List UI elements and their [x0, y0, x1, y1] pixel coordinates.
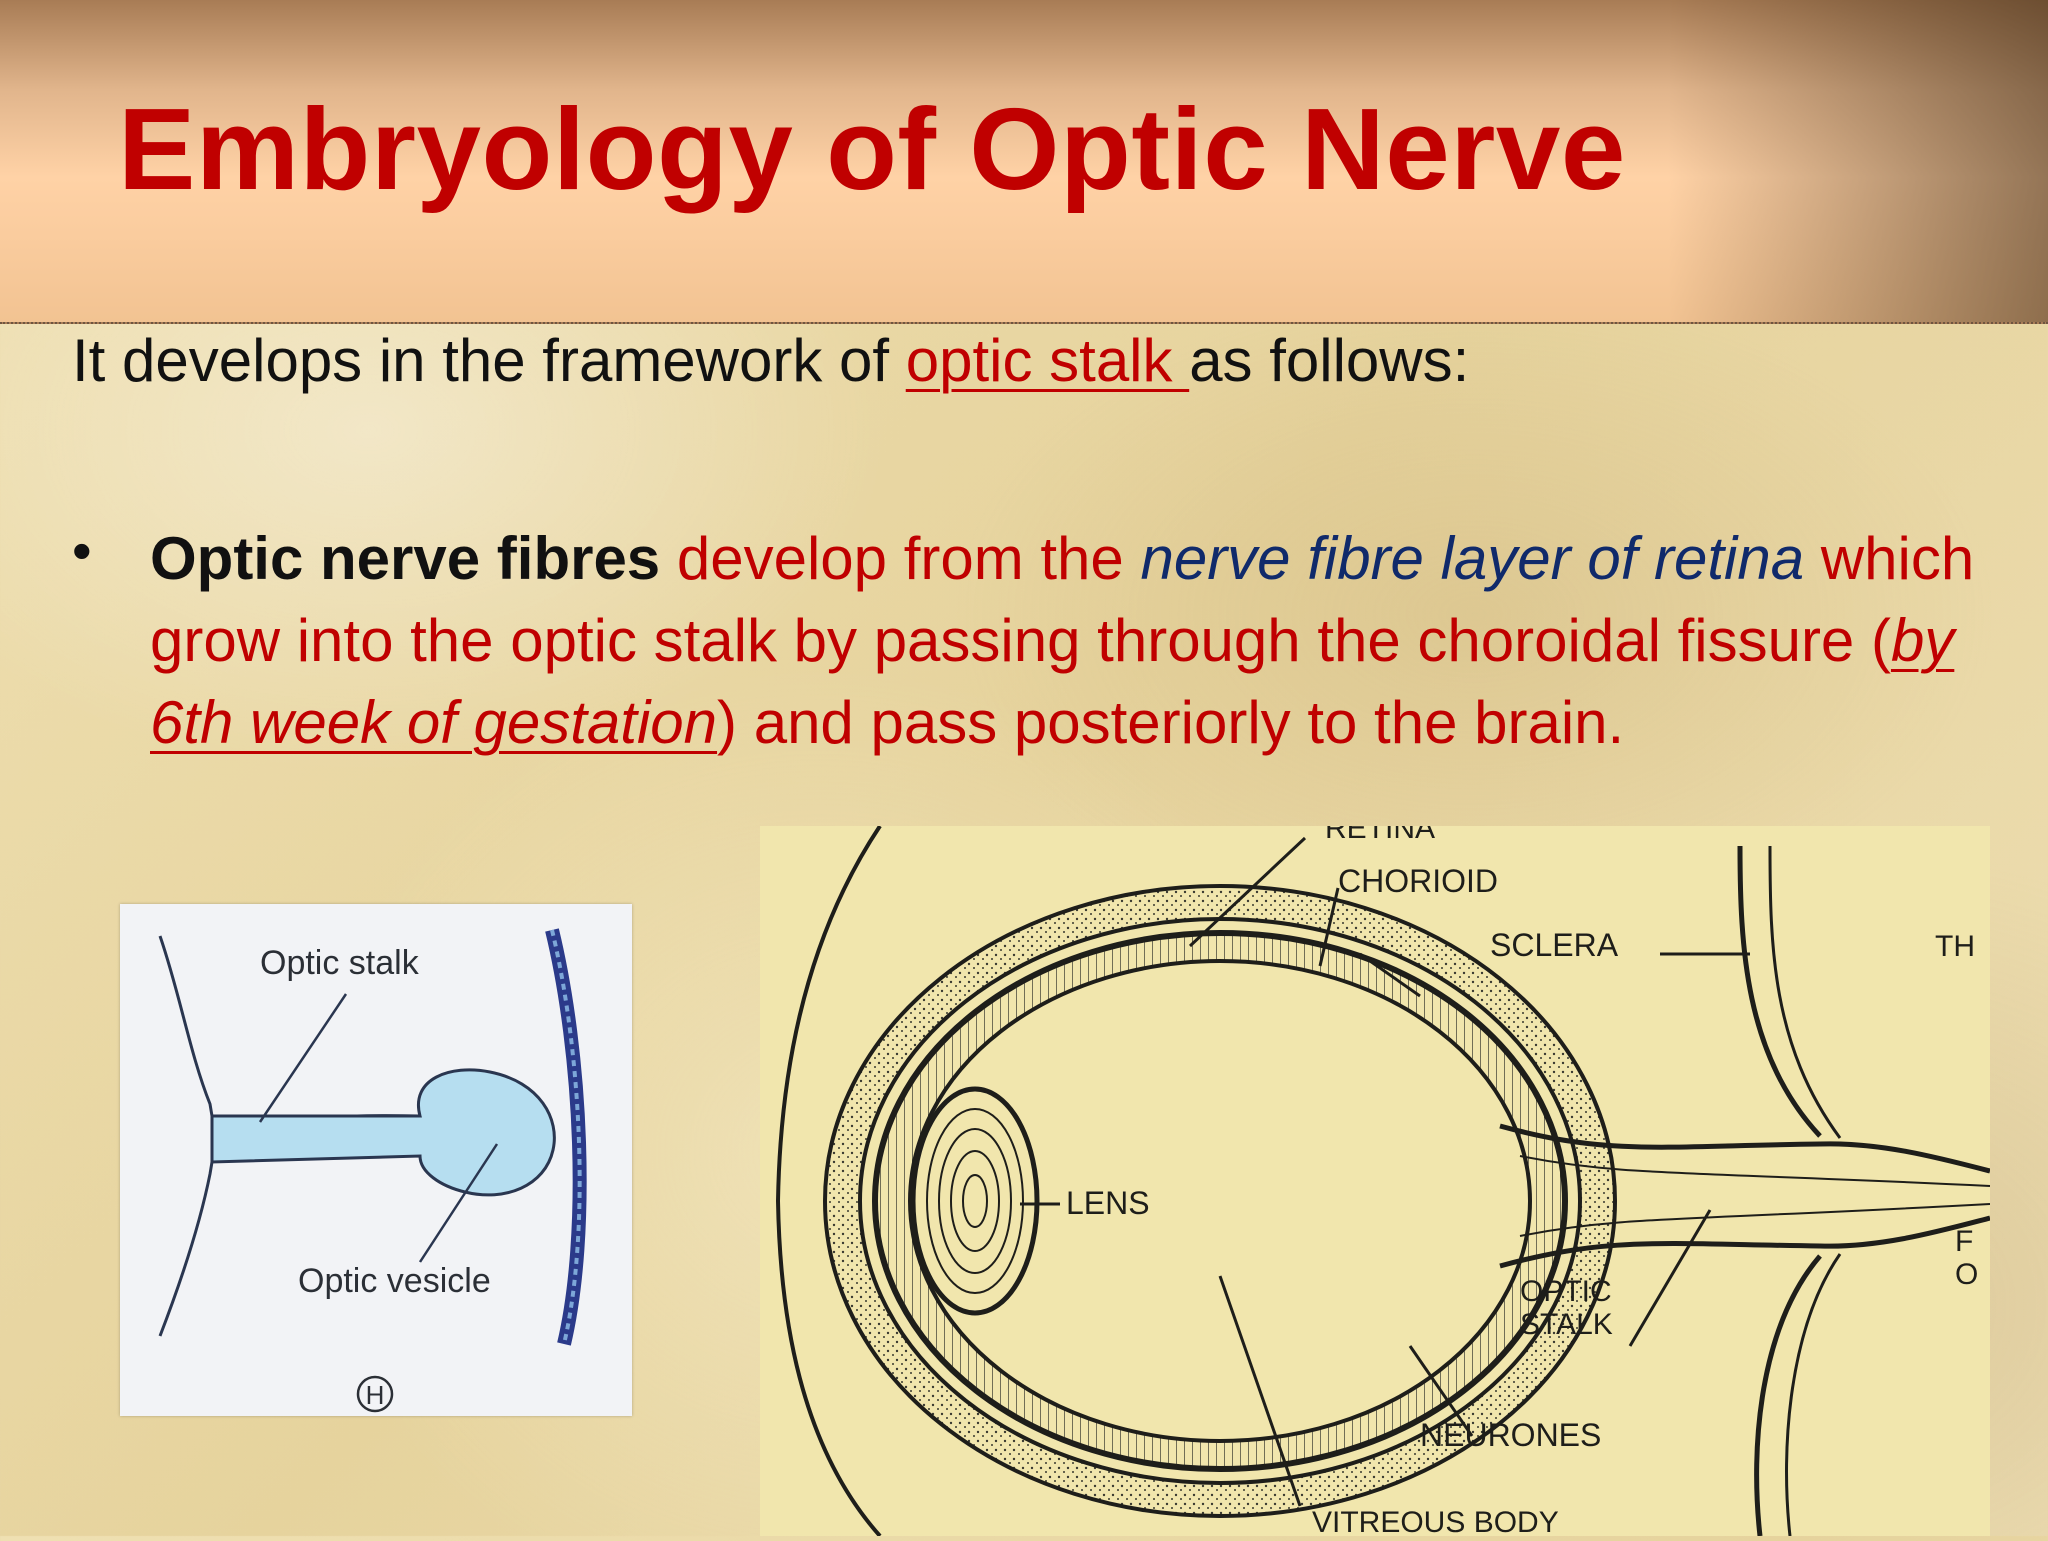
eye-section-diagram: RETINA CHORIOID SCLERA LENS TH OPTIC STA…	[775, 812, 1991, 1539]
vitreous-body-label: VITREOUS BODY	[1312, 1506, 1559, 1536]
stalk-label: STALK	[1520, 1308, 1613, 1341]
optic-label: OPTIC	[1520, 1275, 1612, 1308]
credit-mark	[356, 1375, 394, 1413]
credit-letter: H	[366, 1380, 385, 1410]
lens-label: LENS	[1066, 1185, 1150, 1221]
title-band	[0, 0, 2048, 324]
sclera-label: SCLERA	[1490, 927, 1619, 963]
optic-stalk-label: Optic stalk	[260, 944, 420, 982]
optic-stalk-link: optic stalk	[905, 327, 1190, 394]
optic-vesicle-label: Optic vesicle	[298, 1262, 491, 1300]
o-label: O	[1955, 1258, 1978, 1291]
intro-text-before: It develops in the framework of	[72, 327, 906, 394]
bullet-text-2: which grow into the optic stalk by passi…	[150, 525, 1975, 674]
intro-text-after: as follows:	[1189, 327, 1470, 394]
chorioid-label: CHORIOID	[1338, 863, 1498, 899]
neurones-label: NEURONES	[1420, 1417, 1601, 1453]
bullet-bold-term: Optic nerve fibres	[150, 525, 661, 592]
bullet-marker: •	[72, 519, 92, 582]
gestation-note: by 6th week of gestation	[150, 607, 1955, 756]
bullet-text: Optic nerve fibres develop from the nerv…	[150, 518, 2048, 764]
eye-section-figure: RETINA CHORIOID SCLERA LENS TH OPTIC STA…	[760, 812, 1991, 1539]
th-label: TH	[1935, 930, 1975, 963]
slide-title: Embryology of Optic Nerve	[118, 84, 1626, 214]
retina-label: RETINA	[1325, 826, 1435, 845]
f-label: F	[1955, 1225, 1973, 1258]
optic-vesicle-diagram: Optic stalk Optic vesicle H	[158, 928, 587, 1413]
bullet-italic-term: nerve fibre layer of retina	[1140, 525, 1805, 592]
intro-sentence: It develops in the framework of optic st…	[72, 326, 1469, 395]
bullet-text-1: develop from the	[660, 525, 1141, 592]
bullet-text-3: ) and pass posteriorly to the brain.	[717, 689, 1625, 756]
optic-vesicle-figure: Optic stalk Optic vesicle H	[120, 904, 632, 1416]
